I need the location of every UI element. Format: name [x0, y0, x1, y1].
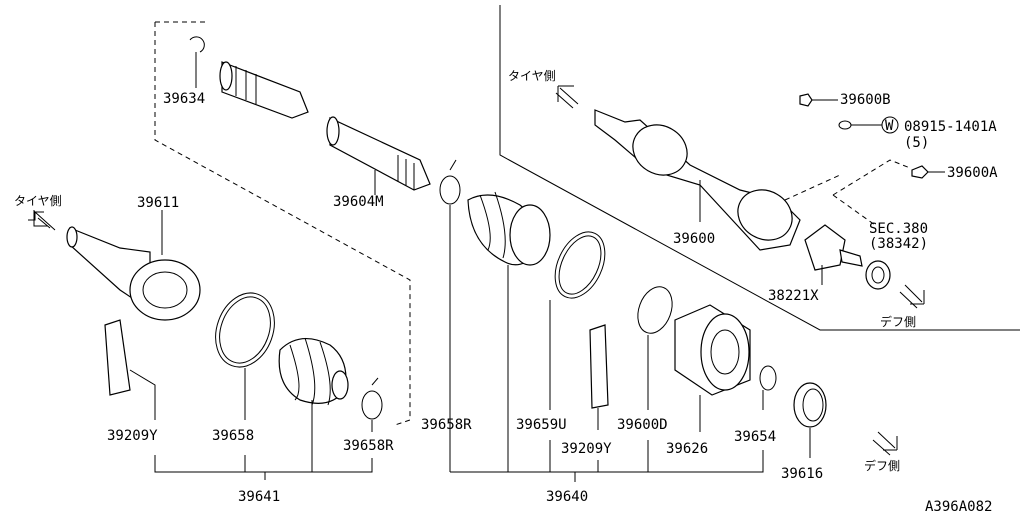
dashed-leaders-right: [784, 159, 911, 226]
label-39600: 39600: [673, 231, 715, 247]
washer-mark-circle-icon: [881, 116, 899, 134]
label-tire-side-right: タイヤ側: [508, 69, 556, 83]
label-39600B: 39600B: [840, 92, 891, 108]
label-39659U: 39659U: [516, 417, 567, 433]
label-39654: 39654: [734, 429, 776, 445]
grease-tube-39209Y-center: [589, 324, 609, 430]
boot-band-39659U: [549, 231, 606, 410]
label-39209Y-left: 39209Y: [107, 428, 158, 444]
label-tire-side-left: タイヤ側: [14, 194, 62, 208]
label-39616: 39616: [781, 466, 823, 482]
flange-38221X: [804, 224, 863, 285]
label-39658R-left: 39658R: [343, 438, 394, 454]
group-bracket-39640: [450, 440, 764, 482]
label-39641: 39641: [238, 489, 280, 505]
label-38342: (38342): [869, 236, 928, 252]
label-39209Y-center: 39209Y: [561, 441, 612, 457]
grease-tube-39209Y-left: [104, 319, 156, 420]
inner-shaft-lower-39604M: [326, 116, 431, 195]
label-washer-mark: W: [885, 118, 894, 134]
outer-joint-39611: [66, 210, 201, 321]
seal-cap-39616: [793, 382, 827, 458]
label-39600A: 39600A: [947, 165, 998, 181]
label-39658R-center: 39658R: [421, 417, 472, 433]
label-39611: 39611: [137, 195, 179, 211]
label-qty-5: (5): [904, 135, 929, 151]
washer-08915-1401A: [838, 116, 899, 134]
right-assembly-frame: [499, 5, 1020, 331]
snap-ring-39654: [759, 365, 777, 410]
joint-housing-39626: [674, 304, 751, 432]
snap-ring-39600D: [637, 286, 673, 410]
label-diff-side-lower: デフ側: [864, 458, 900, 473]
bolt-39600A: [911, 165, 945, 179]
label-39604M: 39604M: [333, 194, 384, 210]
boot-band-39658R-left: [361, 377, 383, 432]
diagram-code: A396A082: [925, 499, 992, 512]
snap-ring-39634: [189, 36, 205, 88]
label-sec-380: SEC.380: [869, 221, 928, 237]
label-39600D: 39600D: [617, 417, 668, 433]
label-39658-left: 39658: [212, 428, 254, 444]
dashed-group-outline: [154, 21, 411, 426]
label-39634: 39634: [163, 91, 205, 107]
oil-seal-38342: [865, 260, 891, 290]
driveshaft-assembly-39600: [594, 109, 801, 251]
label-diff-side-upper: デフ側: [880, 314, 916, 329]
inner-shaft-upper: [219, 61, 309, 119]
boot-bellows-left: [278, 337, 349, 472]
boot-band-39658-left: [215, 292, 275, 420]
label-38221X: 38221X: [768, 288, 819, 304]
boot-bellows-center: [467, 191, 551, 472]
arrow-diff-side-lower-icon: [872, 431, 898, 456]
group-bracket-39641: [154, 455, 373, 480]
arrow-diff-side-upper-icon: [899, 284, 925, 309]
boot-band-39658R-center: [439, 159, 461, 472]
label-08915-1401A: 08915-1401A: [904, 119, 997, 135]
label-39640: 39640: [546, 489, 588, 505]
label-39626: 39626: [666, 441, 708, 457]
arrow-tire-side-left-icon: [28, 210, 56, 231]
arrow-tire-side-right-icon: [555, 85, 579, 109]
nut-39600B: [799, 93, 838, 107]
